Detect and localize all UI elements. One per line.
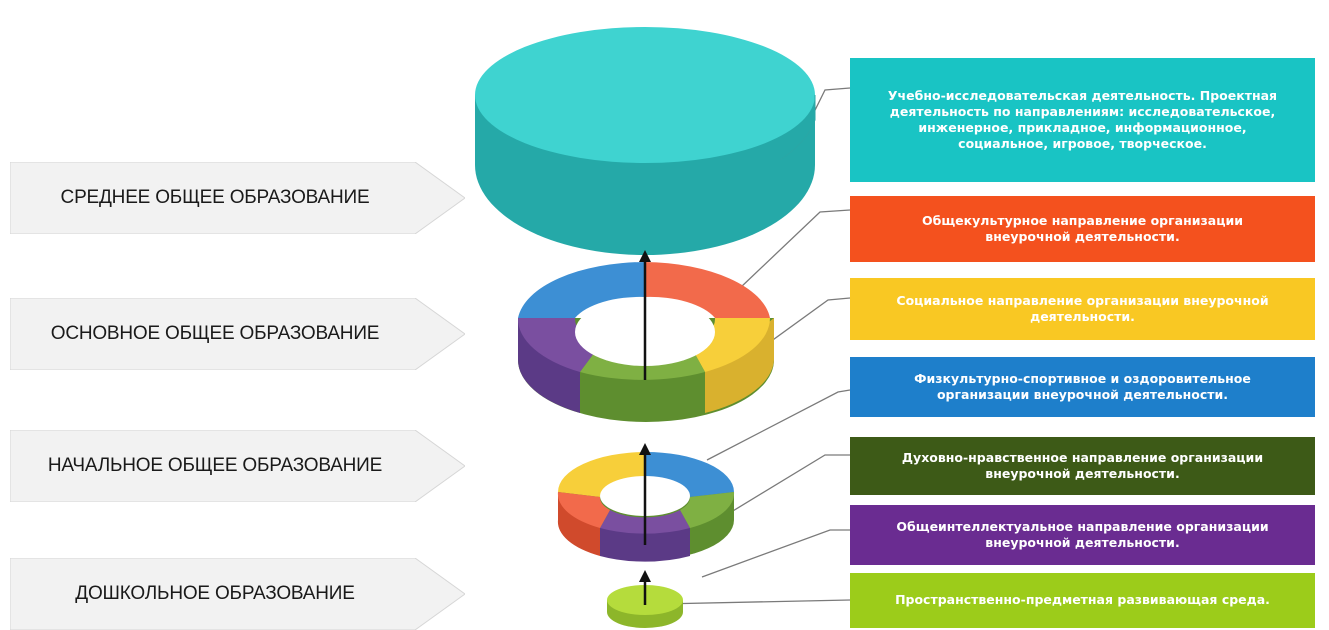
direction-text: Общеинтеллектуальное направление организ… xyxy=(896,518,1269,550)
arrow-shape xyxy=(10,162,465,234)
connector-line-moral xyxy=(717,454,850,521)
direction-text: Общекультурное направление организации в… xyxy=(922,212,1243,244)
level-label-basic: ОСНОВНОЕ ОБЩЕЕ ОБРАЗОВАНИЕ xyxy=(10,298,465,370)
large-ring xyxy=(517,262,774,422)
teal-disc xyxy=(475,27,816,255)
connector-line-environment xyxy=(659,599,851,605)
direction-box-environment: Пространственно-предметная развивающая с… xyxy=(850,573,1315,628)
level-label-secondary: СРЕДНЕЕ ОБЩЕЕ ОБРАЗОВАНИЕ xyxy=(10,162,465,234)
connector-line-sport xyxy=(706,389,851,461)
level-label-text: НАЧАЛЬНОЕ ОБЩЕЕ ОБРАЗОВАНИЕ xyxy=(47,455,383,476)
direction-text: Физкультурно-спортивное и оздоровительно… xyxy=(914,370,1251,402)
direction-text: Социальное направление организации внеур… xyxy=(896,292,1269,324)
direction-box-research: Учебно-исследовательская деятельность. П… xyxy=(850,58,1315,182)
direction-box-social: Социальное направление организации внеур… xyxy=(850,278,1315,340)
connector-line-social xyxy=(751,297,851,356)
connector-line-cultural xyxy=(739,209,851,289)
connector-lines xyxy=(659,87,851,605)
level-label-preschool: ДОШКОЛЬНОЕ ОБРАЗОВАНИЕ xyxy=(10,558,465,630)
arrow-shape xyxy=(10,558,465,630)
direction-box-moral: Духовно-нравственное направление организ… xyxy=(850,437,1315,495)
arrow-shape xyxy=(10,430,465,502)
direction-text: Духовно-нравственное направление организ… xyxy=(901,449,1264,481)
level-label-primary: НАЧАЛЬНОЕ ОБЩЕЕ ОБРАЗОВАНИЕ xyxy=(10,430,465,502)
level-label-text: ОСНОВНОЕ ОБЩЕЕ ОБРАЗОВАНИЕ xyxy=(50,323,380,344)
level-label-text: СРЕДНЕЕ ОБЩЕЕ ОБРАЗОВАНИЕ xyxy=(60,187,370,208)
connector-line-intellect xyxy=(701,529,850,578)
direction-box-sport: Физкультурно-спортивное и оздоровительно… xyxy=(850,357,1315,417)
vertical-arrows xyxy=(639,250,651,605)
direction-text: Учебно-исследовательская деятельность. П… xyxy=(887,87,1278,152)
arrow-shape xyxy=(10,298,465,370)
direction-box-intellect: Общеинтеллектуальное направление организ… xyxy=(850,505,1315,565)
level-label-text: ДОШКОЛЬНОЕ ОБРАЗОВАНИЕ xyxy=(75,583,355,604)
direction-text: Пространственно-предметная развивающая с… xyxy=(895,592,1270,608)
direction-box-cultural: Общекультурное направление организации в… xyxy=(850,196,1315,262)
